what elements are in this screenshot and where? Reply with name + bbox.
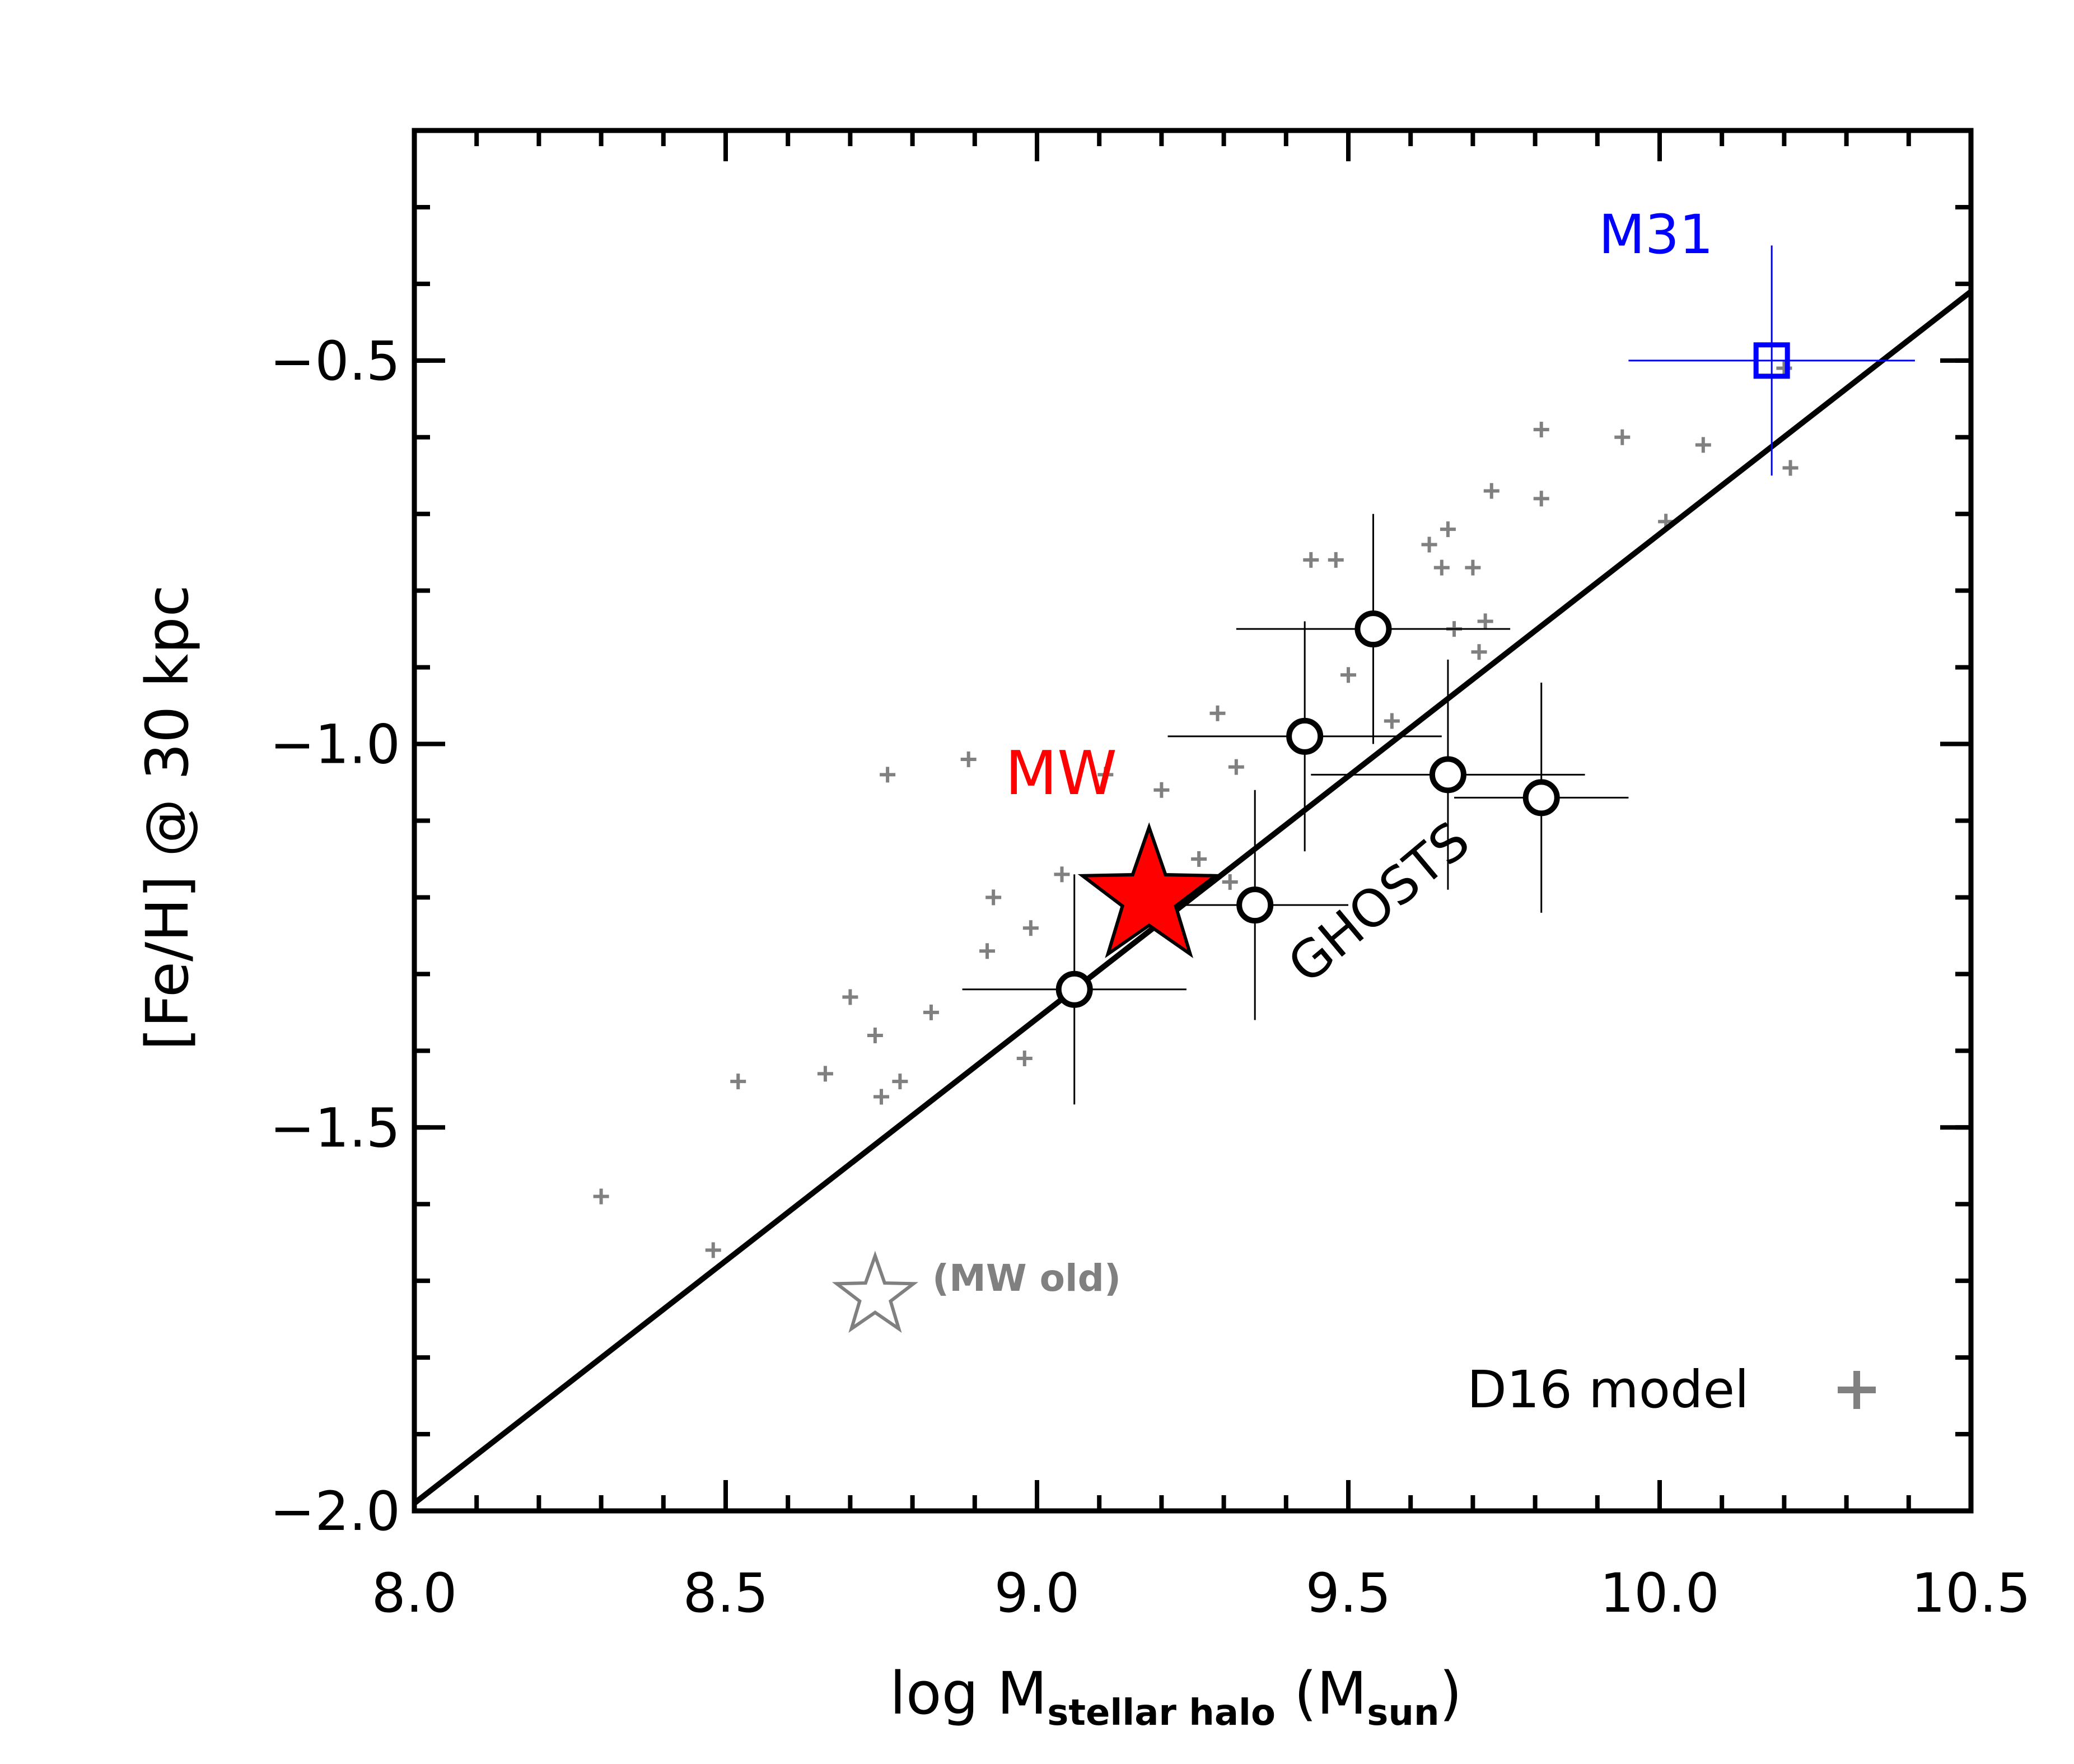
ghosts-point <box>1236 514 1511 744</box>
y-tick-label: −1.0 <box>270 713 400 776</box>
model-point <box>923 1004 939 1020</box>
y-minor-ticks <box>414 128 1971 1513</box>
model-point <box>1421 536 1437 553</box>
d16-model-points <box>593 360 1799 1258</box>
plot-frame <box>412 128 1974 1514</box>
y-tick-labels: −2.0 −1.5 −1.0 −0.5 <box>270 330 400 1543</box>
model-point <box>1433 559 1450 576</box>
ghosts-point <box>1167 621 1442 852</box>
model-point <box>1228 759 1244 775</box>
model-point <box>873 1089 889 1105</box>
model-point <box>880 767 896 783</box>
model-point <box>1695 437 1711 453</box>
y-axis-label: [Fe/H] @ 30 kpc <box>133 585 202 1050</box>
model-point <box>960 751 977 767</box>
x-major-ticks <box>412 130 1973 1511</box>
model-point <box>1614 429 1631 445</box>
model-point <box>1384 713 1400 729</box>
ghosts-marker <box>1522 779 1560 816</box>
m31-label: M31 <box>1599 203 1713 266</box>
model-point <box>985 889 1002 906</box>
model-point <box>892 1074 908 1090</box>
legend-label: D16 model <box>1467 1360 1749 1420</box>
x-tick-labels: 8.0 8.5 9.0 9.5 10.0 10.5 <box>372 1562 2031 1625</box>
m31-group <box>1628 245 1915 476</box>
x-tick-label: 8.5 <box>683 1562 769 1625</box>
x-tick-label: 9.5 <box>1306 1562 1391 1625</box>
ghosts-marker <box>1354 610 1392 648</box>
ghosts-marker <box>1429 756 1466 794</box>
model-point <box>1440 521 1456 538</box>
x-tick-label: 10.5 <box>1911 1562 2031 1625</box>
model-point <box>1022 920 1039 936</box>
model-point <box>1054 866 1070 883</box>
ghosts-point <box>962 874 1187 1105</box>
ghosts-marker <box>1286 717 1324 755</box>
mw-star <box>1077 822 1221 959</box>
model-point <box>867 1027 883 1043</box>
y-major-ticks <box>414 358 1971 1513</box>
y-tick-label: −0.5 <box>270 330 400 393</box>
ghosts-point <box>1454 683 1629 913</box>
fit-line <box>412 289 1973 1506</box>
mw-old-group <box>832 1250 919 1333</box>
model-point <box>705 1242 721 1258</box>
model-point <box>1340 667 1356 683</box>
model-point <box>1097 767 1114 783</box>
mw-old-star <box>832 1250 919 1333</box>
model-point <box>817 1066 833 1082</box>
ghosts-point <box>1161 790 1348 1020</box>
model-point <box>1303 552 1319 568</box>
model-point <box>1533 422 1549 438</box>
ghosts-marker <box>1055 970 1093 1008</box>
model-point <box>1191 851 1207 867</box>
model-point <box>1465 559 1481 576</box>
mw-old-label: (MW old) <box>932 1257 1121 1300</box>
model-point <box>1483 483 1500 499</box>
m31-marker <box>1753 342 1790 379</box>
model-point <box>1533 491 1549 507</box>
x-tick-label: 9.0 <box>994 1562 1080 1625</box>
ghosts-marker <box>1236 886 1274 924</box>
model-point <box>842 989 858 1005</box>
model-point <box>1016 1051 1033 1067</box>
model-point <box>1782 460 1799 476</box>
y-tick-label: −2.0 <box>270 1480 400 1543</box>
mw-group <box>1077 822 1221 959</box>
model-point <box>730 1074 746 1090</box>
model-point <box>1222 874 1238 890</box>
model-point <box>1328 552 1344 568</box>
x-minor-ticks <box>412 130 1973 1511</box>
ghosts-points <box>962 514 1629 1105</box>
model-point <box>1153 782 1170 798</box>
model-point <box>593 1188 609 1205</box>
model-point <box>979 943 996 959</box>
ghosts-point <box>1311 659 1585 890</box>
mw-label: MW <box>1005 739 1117 809</box>
legend-marker <box>1838 1371 1876 1409</box>
fit-line-group <box>412 289 1973 1506</box>
ghosts-label: GHOSTS <box>1277 810 1480 995</box>
x-axis-label: log Mstellar halo (Msun) <box>890 1659 1462 1734</box>
model-point <box>1209 705 1226 721</box>
x-tick-label: 8.0 <box>372 1562 457 1625</box>
model-point <box>1471 644 1487 660</box>
x-tick-label: 10.0 <box>1600 1562 1720 1625</box>
model-point <box>1477 613 1493 629</box>
y-tick-label: −1.5 <box>270 1096 400 1159</box>
